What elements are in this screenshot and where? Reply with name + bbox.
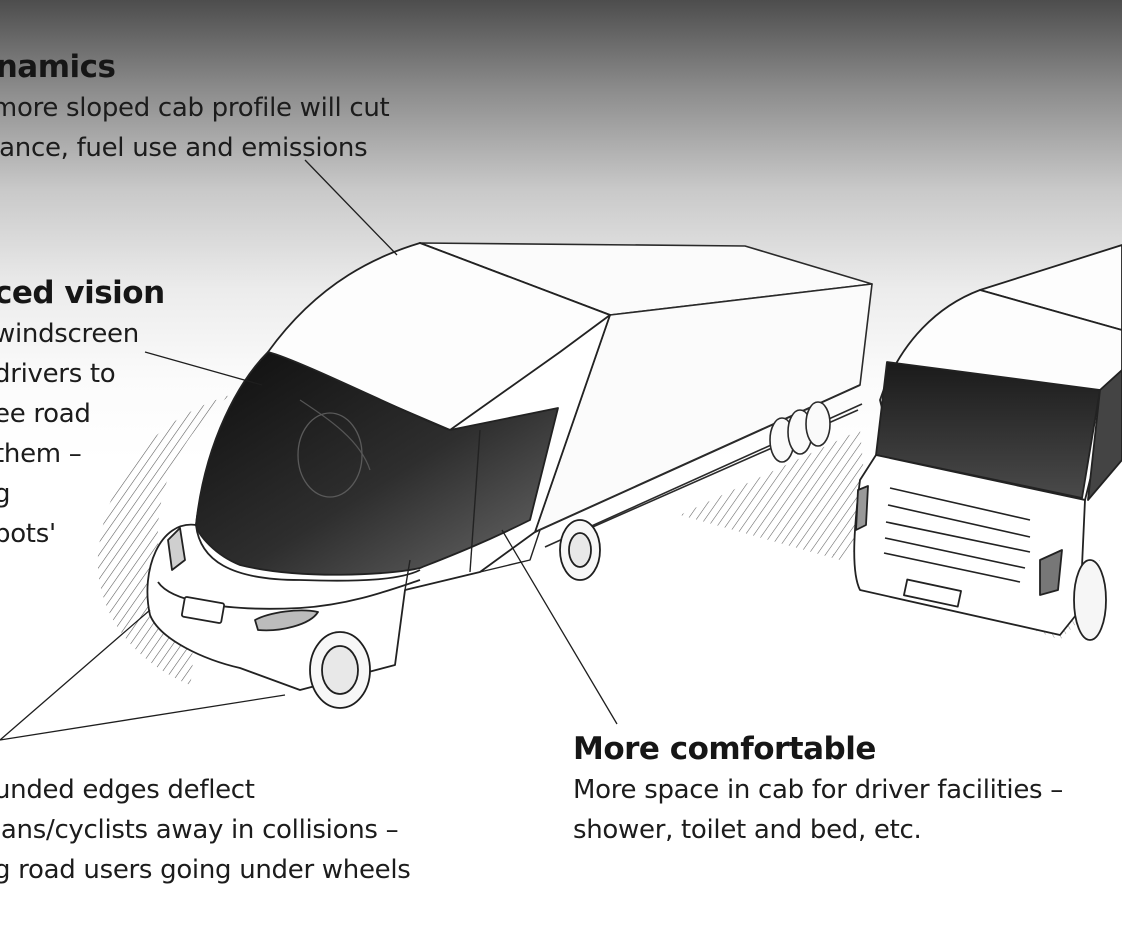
caption-comfort-line: More space in cab for driver facilities … <box>573 775 1063 805</box>
new-design-truck <box>146 242 611 691</box>
caption-edges-line: unded edges deflect <box>0 775 255 805</box>
caption-vision-line: drivers to <box>0 359 116 389</box>
leader-lines <box>0 159 618 741</box>
caption-comfort: More comfortable More space in cab for d… <box>573 728 1063 850</box>
caption-vision-line: them – <box>0 439 82 469</box>
caption-aerodynamics-line: tsance, fuel use and emissions <box>0 133 368 163</box>
caption-edges-line: ians/cyclists away in collisions – <box>0 815 399 845</box>
caption-comfort-line: shower, toilet and bed, etc. <box>573 815 922 845</box>
caption-aerodynamics: ynamics , more sloped cab profile will c… <box>0 46 390 168</box>
caption-vision-line: windscreen <box>0 319 139 349</box>
trailer-box <box>419 242 873 548</box>
leader-line-edges-front <box>0 609 151 741</box>
caption-vision-heading: ced vision <box>0 275 165 311</box>
caption-vision: ced vision windscreen drivers to ee road… <box>0 272 165 554</box>
caption-vision-line: ee road <box>0 399 91 429</box>
caption-vision-line: g <box>0 479 11 509</box>
leader-line-vision <box>144 351 263 386</box>
caption-edges-line: g road users going under wheels <box>0 855 411 885</box>
leader-line-edges-wheel <box>0 694 286 741</box>
leader-line-comfort <box>501 529 618 725</box>
caption-vision-line: pots' <box>0 519 56 549</box>
leader-line-aerodynamics <box>304 159 398 256</box>
caption-aerodynamics-heading: ynamics <box>0 49 116 85</box>
caption-aerodynamics-line: , more sloped cab profile will cut <box>0 93 390 123</box>
caption-edges: unded edges deflect ians/cyclists away i… <box>0 770 411 890</box>
conventional-truck <box>853 244 1122 641</box>
cab-wheels <box>309 519 601 709</box>
caption-comfort-heading: More comfortable <box>573 731 876 767</box>
trailer-wheels <box>769 401 831 463</box>
